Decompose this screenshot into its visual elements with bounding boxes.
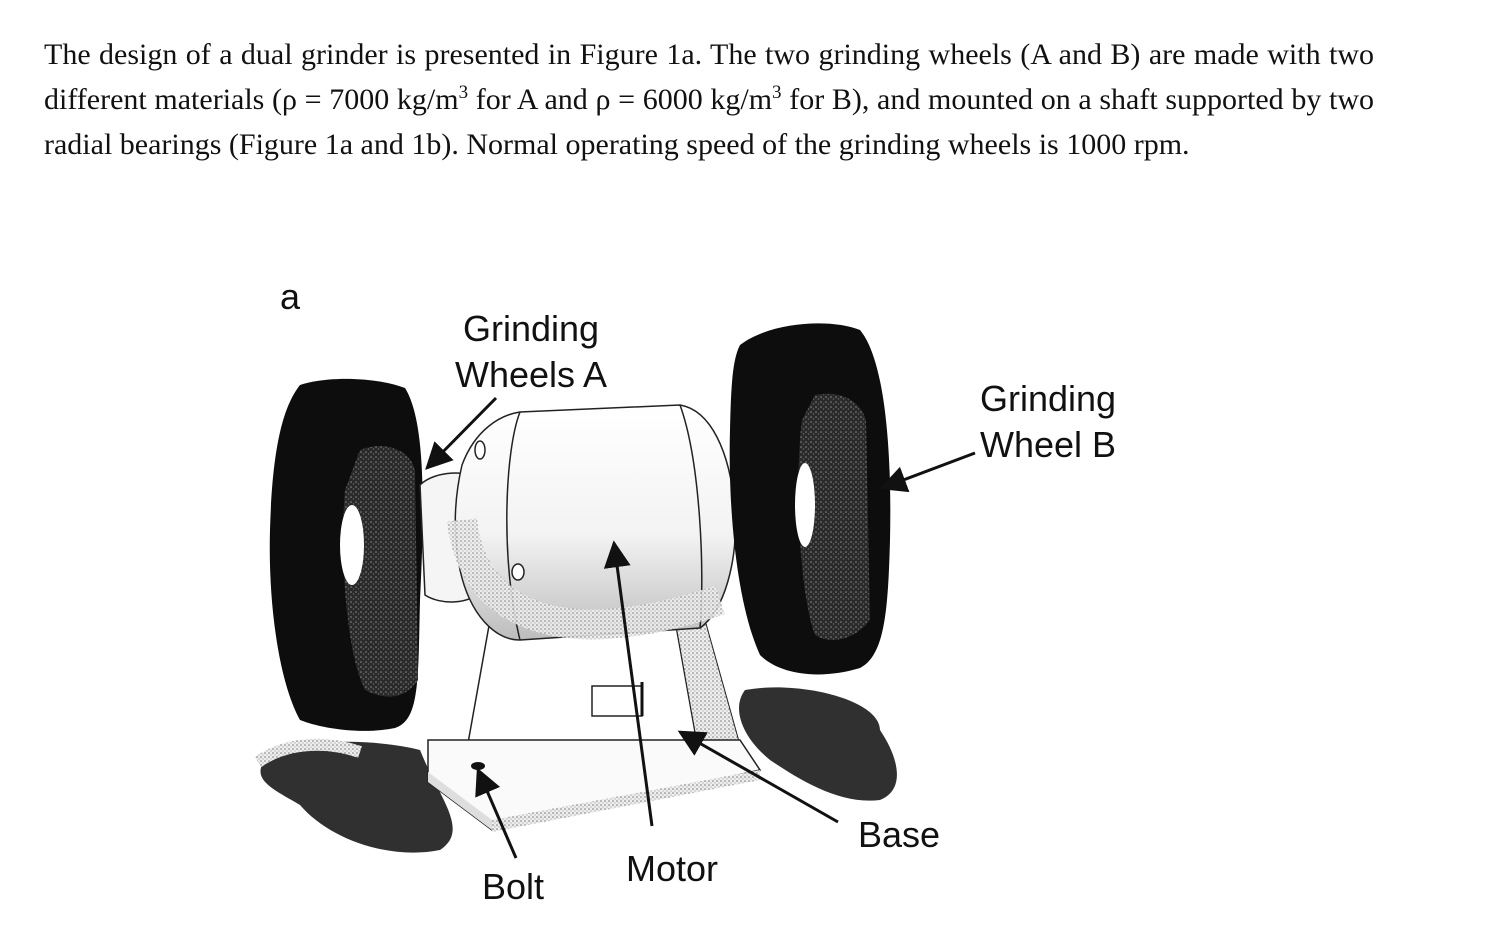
problem-text-1: The design of a dual grinder is presente… [44, 38, 1374, 116]
label-grinding-wheel-b: Grinding Wheel B [980, 376, 1116, 468]
exponent-b: 3 [772, 82, 782, 103]
pedestal [464, 619, 741, 761]
label-motor: Motor [626, 848, 719, 889]
label-wheel-b-line1: Grinding [980, 378, 1117, 419]
label-wheel-a-line2: Wheels A [455, 354, 608, 395]
arrow-wheel-a [425, 396, 498, 470]
arrow-bolt [475, 767, 518, 859]
bolt [471, 762, 485, 770]
arrow-wheel-b [879, 451, 976, 493]
problem-text-2: for A and ρ = 6000 kg/m [468, 83, 773, 116]
left-floor-shadow [260, 741, 453, 853]
label-bolt: Bolt [482, 866, 545, 907]
right-floor-shadow [739, 687, 897, 801]
problem-text-3: for B), and mounted on a shaft supported… [44, 83, 1375, 161]
label-wheel-b-line2: Wheel B [980, 424, 1117, 465]
grinding-wheel-b [729, 323, 891, 675]
grinding-wheel-a [269, 378, 423, 731]
motor-body [447, 404, 737, 641]
exponent-a: 3 [458, 82, 469, 103]
label-wheel-a-line1: Grinding [463, 308, 600, 349]
label-grinding-wheels-a: Grinding Wheels A [455, 306, 607, 398]
figure-panel-letter: a [280, 276, 301, 317]
problem-statement: The design of a dual grinder is presente… [44, 32, 1374, 167]
arrow-motor [603, 540, 654, 827]
label-base: Base [858, 814, 941, 855]
arrow-base [677, 730, 839, 824]
base-plate [427, 739, 762, 832]
